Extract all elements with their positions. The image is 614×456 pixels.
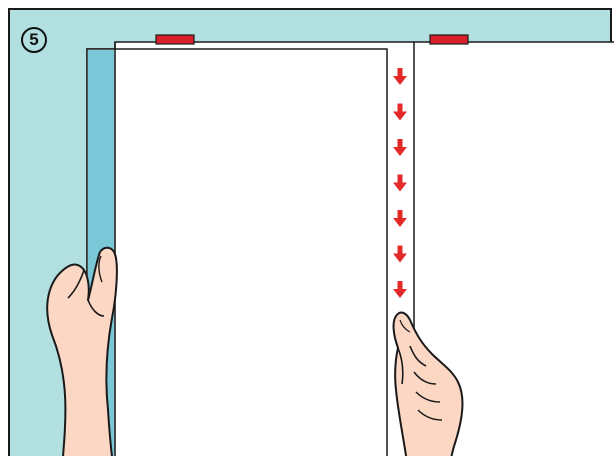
tape-left xyxy=(156,35,194,44)
tape-right xyxy=(430,35,468,44)
step-number: 5 xyxy=(29,30,38,49)
step-badge-icon: 5 xyxy=(21,27,47,53)
paper-sheet-front xyxy=(87,49,387,456)
